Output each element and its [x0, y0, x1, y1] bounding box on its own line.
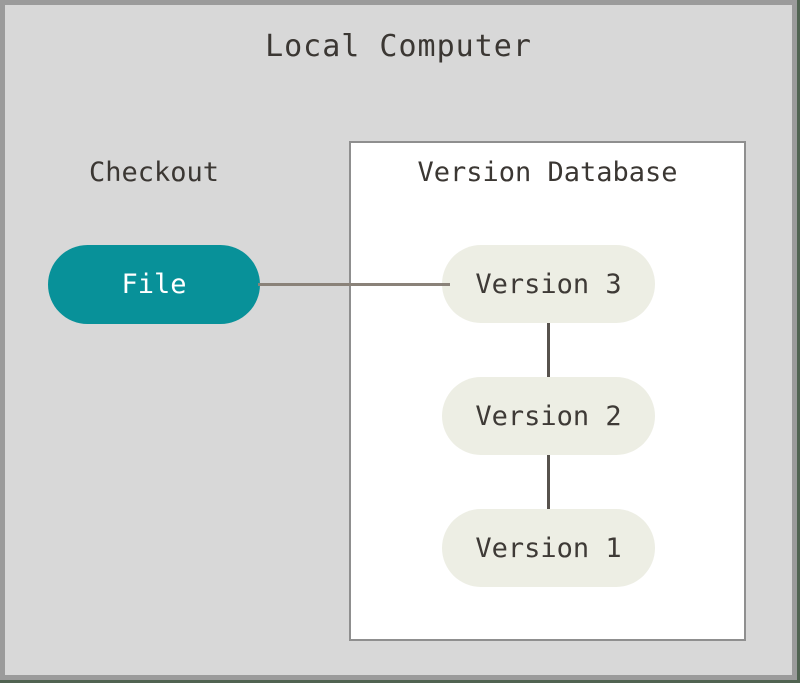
version-1-node: Version 1 — [442, 509, 655, 587]
version2-to-version1-connector — [547, 455, 550, 509]
file-to-version3-connector — [258, 283, 450, 286]
version-database-box: Version Database Version 3 Version 2 Ver… — [349, 141, 746, 641]
version3-to-version2-connector — [547, 323, 550, 377]
file-node: File — [48, 245, 260, 324]
version-database-title: Version Database — [417, 157, 678, 188]
checkout-label: Checkout — [88, 157, 220, 188]
version-2-node: Version 2 — [442, 377, 655, 455]
diagram-title: Local Computer — [265, 29, 532, 64]
version-3-node: Version 3 — [442, 245, 655, 323]
